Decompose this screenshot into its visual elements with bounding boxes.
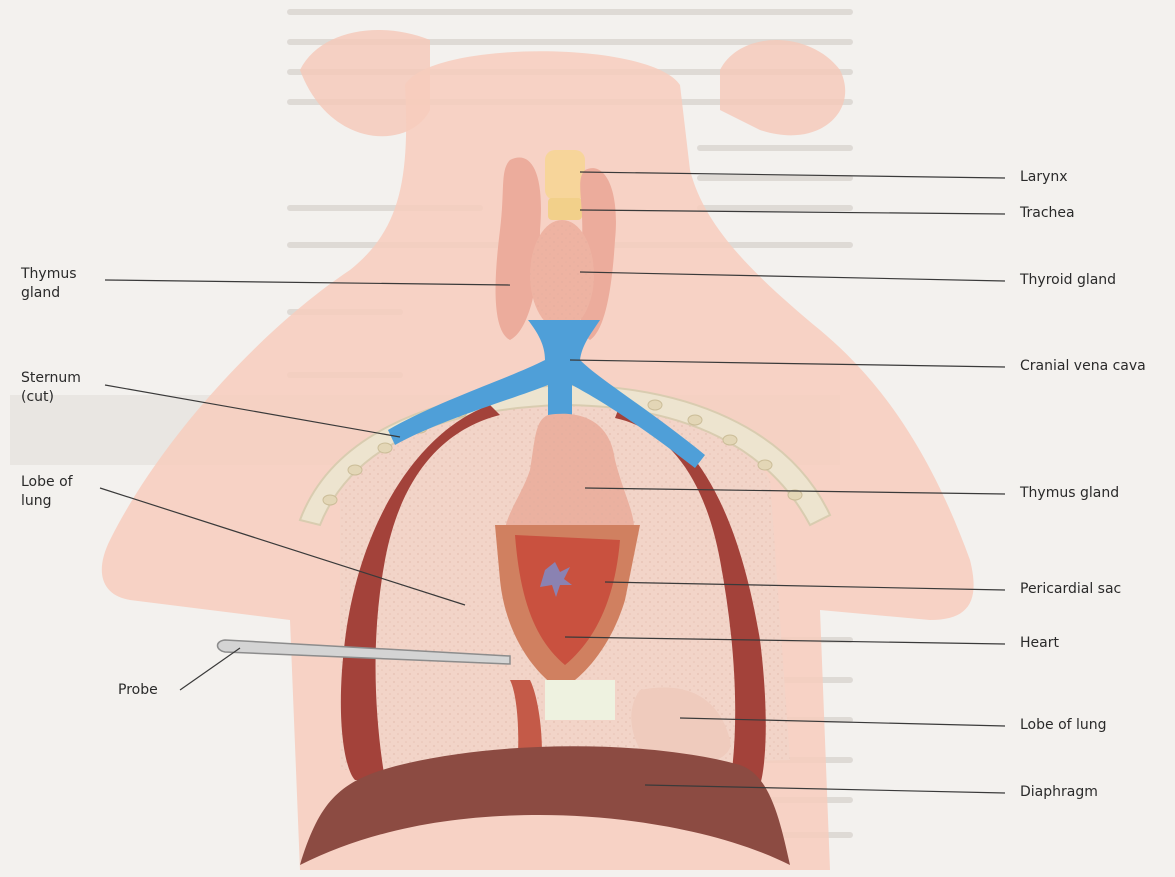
larynx-shape: [545, 150, 585, 200]
label-lobe-of-lung-left: Lobe of lung: [21, 473, 73, 511]
label-thymus-gland-left: Thymus gland: [21, 265, 77, 303]
trachea-shape: [548, 198, 582, 220]
label-sternum-cut: Sternum (cut): [21, 369, 81, 407]
label-heart: Heart: [1020, 634, 1059, 653]
label-diaphragm: Diaphragm: [1020, 783, 1098, 802]
label-thyroid-gland: Thyroid gland: [1020, 271, 1116, 290]
label-larynx: Larynx: [1020, 168, 1068, 187]
label-probe: Probe: [118, 681, 158, 700]
label-lobe-of-lung-right: Lobe of lung: [1020, 716, 1107, 735]
leader-probe: [180, 648, 240, 690]
label-cranial-vena-cava: Cranial vena cava: [1020, 357, 1146, 376]
label-pericardial-sac: Pericardial sac: [1020, 580, 1121, 599]
label-trachea: Trachea: [1020, 204, 1075, 223]
mediastinum-gap: [545, 680, 615, 720]
label-thymus-gland-right: Thymus gland: [1020, 484, 1119, 503]
